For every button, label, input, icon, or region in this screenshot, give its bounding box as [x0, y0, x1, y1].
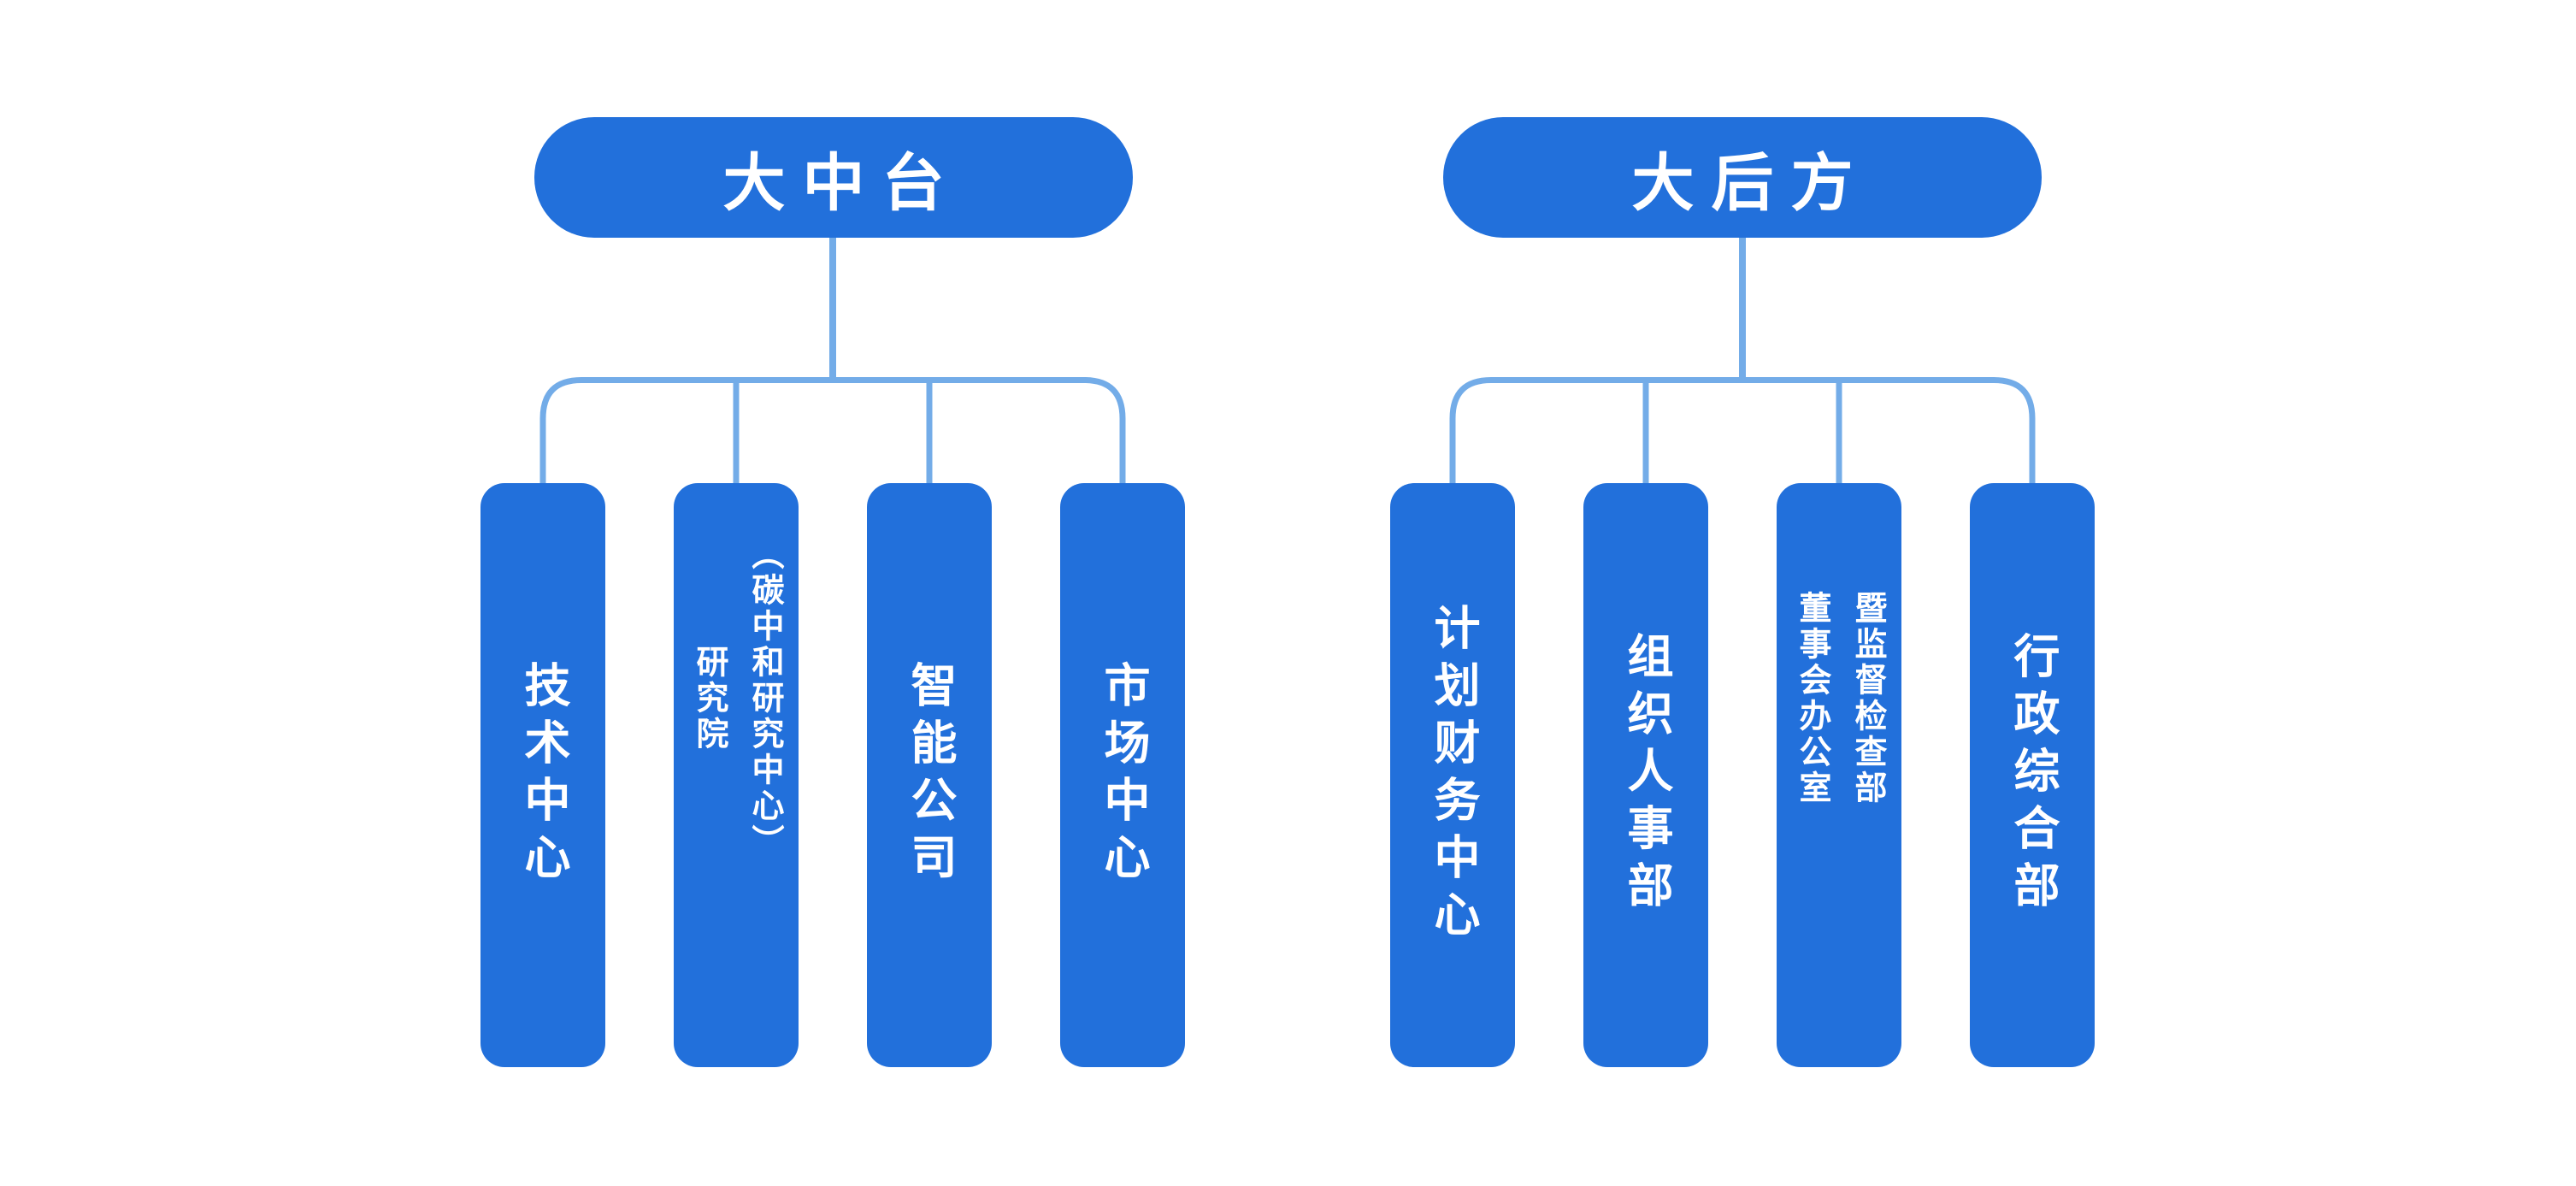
child-node-board-office-supervision-dept[interactable]: 董事会办公室 暨监督检查部	[1777, 483, 1901, 1067]
parent-node-da-zhong-tai[interactable]: 大中台	[534, 117, 1133, 238]
child-node-label: 组织人事部	[1620, 632, 1671, 918]
child-node-label: 市场中心	[1097, 660, 1148, 890]
child-node-technology-center[interactable]: 技术中心	[480, 483, 605, 1067]
child-node-label: 行政综合部	[2007, 632, 2058, 918]
parent-node-label: 大中台	[722, 148, 962, 218]
right-rail-connector	[1449, 377, 2036, 487]
child-node-label: 智能公司	[904, 660, 955, 890]
child-node-label: 董事会办公室 暨监督检查部	[1794, 590, 1885, 806]
child-node-label: 计划财务中心	[1427, 603, 1478, 947]
child-node-organization-hr-dept[interactable]: 组织人事部	[1583, 483, 1708, 1067]
child-node-label: 技术中心	[517, 660, 569, 890]
child-node-planning-finance-center[interactable]: 计划财务中心	[1390, 483, 1515, 1067]
child-node-admin-general-dept[interactable]: 行政综合部	[1970, 483, 2095, 1067]
parent-node-da-hou-fang[interactable]: 大后方	[1443, 117, 2042, 238]
parent-node-label: 大后方	[1631, 148, 1871, 218]
child-node-intelligence-company[interactable]: 智能公司	[867, 483, 992, 1067]
child-node-market-center[interactable]: 市场中心	[1060, 483, 1185, 1067]
child-node-label: 研究院 （碳中和研究中心）	[691, 536, 782, 860]
child-node-research-institute[interactable]: 研究院 （碳中和研究中心）	[674, 483, 799, 1067]
left-rail-connector	[539, 377, 1126, 487]
